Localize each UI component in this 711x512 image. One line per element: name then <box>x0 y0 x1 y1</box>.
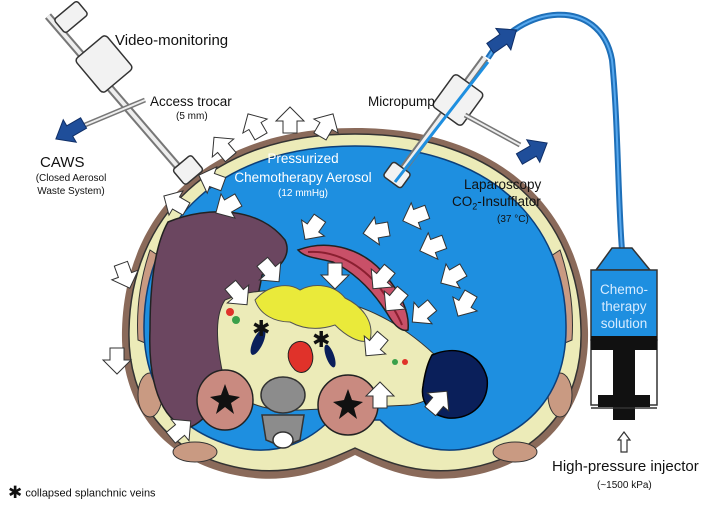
co2-tube <box>463 112 555 171</box>
label-chemo-line1: Chemo- <box>599 282 648 297</box>
label-caws: CAWS <box>40 154 85 171</box>
co2-subscript: 2 <box>472 201 478 212</box>
label-high-pressure-injector: High-pressure injector <box>552 458 699 475</box>
collapsed-vein-marker: ✱ <box>252 317 270 342</box>
legend: ✱ collapsed splanchnic veins <box>8 483 156 504</box>
label-chemo-line3: solution <box>600 316 648 331</box>
label-access-trocar: Access trocar <box>150 94 232 109</box>
label-caws-line2: Waste System) <box>37 186 105 197</box>
label-temperature: (37 °C) <box>497 214 529 225</box>
label-caws-line1: (Closed Aerosol <box>35 173 107 184</box>
label-video-monitoring: Video-monitoring <box>115 32 229 49</box>
label-chemotherapy-aerosol: Chemotherapy Aerosol <box>234 170 372 185</box>
micropump-trocar <box>383 55 490 189</box>
label-access-trocar-size: (5 mm) <box>176 111 208 122</box>
label-injector-pressure: (~1500 kPa) <box>597 480 652 491</box>
caws-tube <box>48 97 146 151</box>
vertebra <box>260 376 306 449</box>
label-aerosol-pressure: (12 mmHg) <box>277 188 328 199</box>
video-camera-trocar <box>44 0 204 185</box>
legend-text: collapsed splanchnic veins <box>25 487 156 500</box>
co2-prefix: CO <box>452 194 473 209</box>
label-micropump: Micropump <box>368 94 435 109</box>
injector-syringe <box>590 247 658 453</box>
vessels <box>226 308 408 373</box>
kidney-left <box>196 369 254 431</box>
collapsed-vein-marker: ✱ <box>312 328 330 353</box>
co2-suffix: -Insufflator <box>477 194 541 209</box>
label-laparoscopy: Laparoscopy <box>464 177 542 192</box>
label-co2-insufflator: CO2-Insufflator <box>452 194 541 212</box>
kidney-right <box>317 374 379 436</box>
legend-asterisk-icon: ✱ <box>8 483 23 503</box>
label-chemo-line2: therapy <box>601 299 647 314</box>
label-pressurized: Pressurized <box>267 151 339 166</box>
